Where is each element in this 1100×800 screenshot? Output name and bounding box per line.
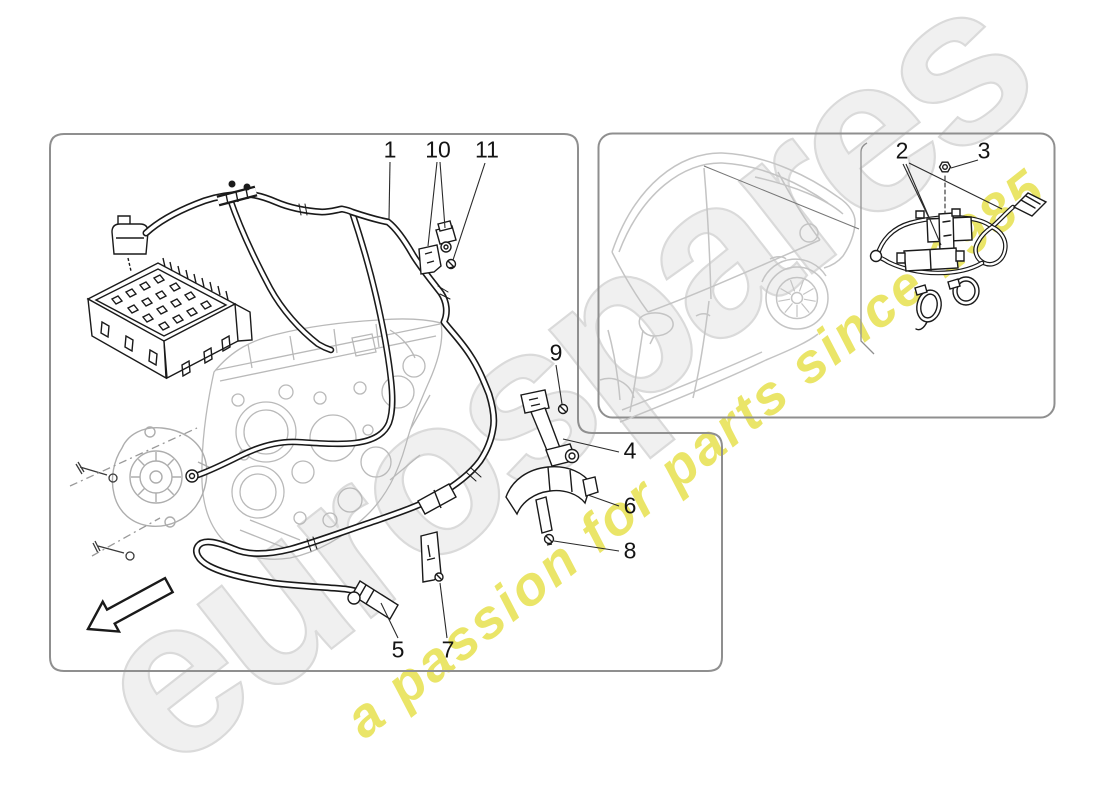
car-sketch (599, 152, 856, 423)
cover-part-6 (505, 466, 599, 534)
detail-stud-bracket (938, 212, 955, 254)
hose-clamp (914, 284, 942, 331)
callout-7[interactable]: 7 (441, 636, 455, 663)
bracket-part-4 (520, 389, 580, 467)
car-door-handles (695, 256, 787, 317)
location-panel-border (597, 132, 1056, 419)
sensor-bracket (418, 244, 442, 275)
engine-block-sketch (201, 318, 443, 560)
callout-4[interactable]: 4 (623, 437, 637, 464)
callout-5[interactable]: 5 (391, 636, 405, 663)
alternator-sketch (111, 426, 216, 528)
nut-part-3 (938, 161, 952, 173)
screw-part-11 (445, 258, 457, 270)
harness-tape-marks (298, 203, 482, 552)
fuse-grid (110, 274, 213, 331)
leader-lines-main (380, 161, 620, 639)
callout-1[interactable]: 1 (383, 136, 397, 163)
harness-detail (869, 161, 1048, 331)
hose-clamp (947, 276, 980, 306)
mounting-bolts (69, 427, 198, 561)
callout-8[interactable]: 8 (623, 537, 637, 564)
junction-screw (228, 180, 236, 188)
direction-arrow-icon (86, 576, 175, 633)
bracket-part-5 (347, 531, 442, 620)
screw-part-8 (543, 533, 555, 546)
callout-10[interactable]: 10 (425, 136, 451, 163)
screw-part-9 (557, 403, 569, 415)
detail-divider (860, 142, 875, 355)
main-panel (49, 133, 723, 672)
callout-3[interactable]: 3 (977, 137, 991, 164)
location-pointer-line (703, 165, 860, 230)
ring-terminal (185, 469, 199, 483)
car-mirror (638, 312, 674, 345)
fuse-box (86, 257, 253, 380)
sensor-part-10 (418, 220, 457, 275)
fuse-box-pins (162, 257, 229, 301)
callout-6[interactable]: 6 (623, 492, 637, 519)
harness-junction (216, 180, 258, 207)
inline-connector (417, 483, 457, 515)
car-fuel-door (799, 223, 819, 243)
junction-screw (243, 183, 251, 191)
callout-2[interactable]: 2 (895, 137, 909, 164)
harness-branch-engine (226, 195, 335, 354)
callout-11[interactable]: 11 (475, 136, 499, 163)
wiring-harness (142, 190, 498, 597)
screw-part-7 (434, 572, 444, 582)
harness-connector (111, 215, 149, 272)
callout-9[interactable]: 9 (549, 339, 563, 366)
leader-lines-location (902, 159, 1003, 246)
fuse-box-clips (100, 303, 253, 378)
main-panel-border (49, 133, 723, 672)
location-panel (597, 132, 1056, 423)
car-rear-wheel (765, 266, 829, 330)
harness-main-run (142, 190, 498, 597)
